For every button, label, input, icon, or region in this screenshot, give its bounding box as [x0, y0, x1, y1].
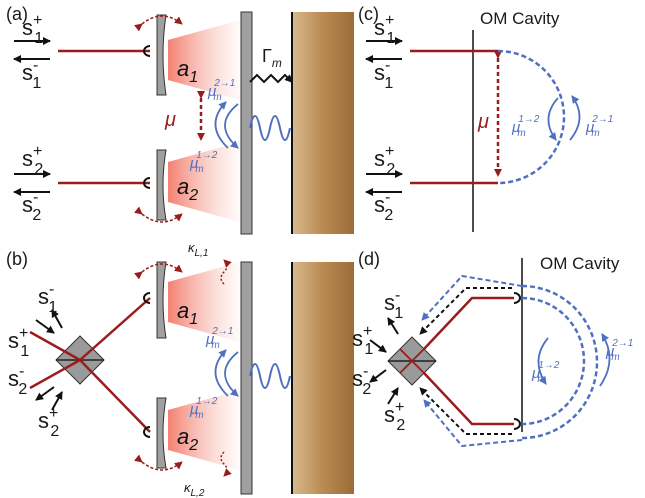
mech-path-d-bot-in: [423, 399, 523, 448]
arrow-out-d1: [387, 317, 399, 335]
port-c-s1-minus: s-1: [374, 57, 393, 92]
arrow-out-b2: [35, 386, 55, 401]
mode-a2: a2: [177, 174, 198, 204]
panel-b: (b) s-1 s+1 s-2 s+2 a1 a2 κL,1: [6, 240, 354, 498]
mech-arc-d-inner: [521, 296, 586, 426]
port-c-s2-plus: s+2: [374, 143, 395, 178]
mode-a1: a1: [177, 56, 198, 86]
om-cavity-title-c: OM Cavity: [480, 9, 560, 28]
mech-arc-d-outer: [521, 284, 599, 440]
mu-label-c: μ: [477, 111, 489, 133]
mode-b-a2: a2: [177, 424, 198, 454]
port-c-s1-plus: s+1: [374, 12, 395, 47]
mu-m-arrow-12: [214, 101, 229, 149]
beam-glow-2: [168, 142, 240, 222]
loss-channel-1: [220, 259, 232, 285]
port-b-s1-plus: s+1: [8, 325, 29, 360]
mu-m-arrow-d21: [599, 333, 611, 387]
panel-label-a: (a): [6, 4, 28, 24]
laser-path-d2: [423, 372, 514, 426]
input-mirror-b1: [156, 261, 167, 339]
gamma-decay-arrow: [249, 73, 293, 84]
input-mirror-1: [156, 14, 167, 96]
beam-glow-b2: [168, 390, 240, 470]
laser-path-d1: [423, 296, 514, 350]
panel-label-d: (d): [358, 249, 380, 269]
mu-m-arrow-d12: [537, 337, 549, 385]
mechanical-mirror-b: [240, 261, 253, 495]
kappa-l2-label: κL,2: [184, 480, 205, 498]
vibration-arc-2: [134, 206, 183, 223]
port-d-s1-minus: s-1: [384, 287, 403, 322]
om-cavity-title-d: OM Cavity: [540, 254, 620, 273]
loss-channel-2: [220, 451, 232, 477]
port-b-s2-plus: s+2: [38, 405, 59, 440]
kappa-l1-label: κL,1: [188, 240, 208, 259]
mu-m-arrow-21: [224, 103, 239, 149]
input-mirror-b2: [156, 397, 167, 469]
mu-m-arrow-c21: [569, 95, 581, 141]
coupling-hook-2: [143, 177, 151, 189]
arrow-in-d2: [387, 387, 399, 405]
substrate: [292, 12, 354, 234]
mech-path-d-top-in: [421, 274, 523, 321]
arrow-in-b1: [35, 319, 55, 334]
panel-a: (a) s+1 s-1 s+2 s-2 a1 a2 μ: [6, 4, 354, 235]
panel-label-b: (b): [6, 249, 28, 269]
laser-path-b2: [29, 358, 151, 433]
mechanical-wave: [249, 115, 291, 141]
arrow-in-d1: [369, 339, 387, 353]
mu-label: μ: [164, 109, 176, 131]
coupling-hook-b1: [143, 292, 151, 304]
vibration-arc-1: [134, 15, 183, 32]
gamma-label: Γm: [262, 46, 282, 70]
return-path-d1: [419, 287, 512, 335]
arrow-in-b2: [51, 391, 63, 411]
mechanical-wave-b: [249, 363, 291, 389]
arrow-out-b1: [51, 309, 63, 329]
port-b-s2-minus: s-2: [8, 363, 27, 398]
port-d-s2-plus: s+2: [384, 399, 405, 434]
vibration-arc-b2: [134, 454, 183, 471]
mechanical-link-c: [497, 49, 566, 185]
substrate-b: [292, 262, 354, 494]
input-mirror-2: [156, 149, 167, 221]
coupling-hook-b2: [143, 426, 151, 438]
arrow-out-d2: [369, 369, 387, 383]
mu-m-arrow-c12: [547, 97, 559, 141]
panel-label-c: (c): [358, 4, 379, 24]
port-s1-plus: s+1: [22, 12, 43, 47]
beam-glow-1: [168, 20, 240, 100]
port-b-s1-minus: s-1: [38, 281, 57, 316]
port-s1-minus: s-1: [22, 57, 41, 92]
port-c-s2-minus: s-2: [374, 189, 393, 224]
port-s2-plus: s+2: [22, 143, 43, 178]
coupling-hook-d2: [513, 418, 521, 430]
coupling-hook-d1: [513, 292, 521, 304]
vibration-arc-b1: [134, 263, 183, 280]
mu-m-arrow-b21: [224, 351, 239, 397]
mode-b-a1: a1: [177, 298, 198, 328]
return-path-d2: [419, 387, 512, 435]
port-s2-minus: s-2: [22, 189, 41, 224]
port-d-s1-plus: s+1: [352, 323, 373, 358]
port-d-s2-minus: s-2: [352, 363, 371, 398]
beam-glow-b1: [168, 262, 240, 342]
mu-m-arrow-b12: [214, 349, 229, 397]
coupling-hook-1: [143, 45, 151, 57]
